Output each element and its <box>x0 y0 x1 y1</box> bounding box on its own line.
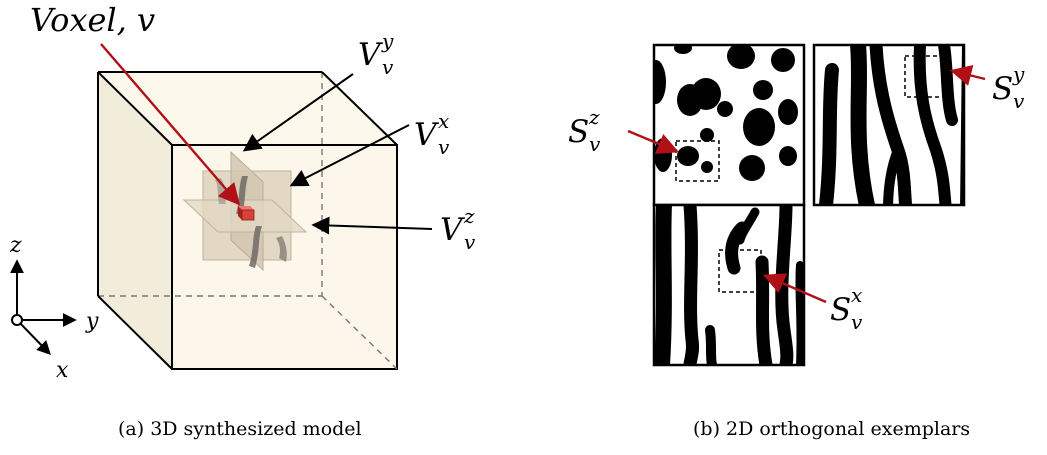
exemplar-x-neighborhood <box>718 249 762 293</box>
voxel-label: Voxel, v <box>30 1 155 39</box>
caption-panel-a: (a) 3D synthesized model <box>118 418 362 440</box>
plane-x-arrow <box>289 124 410 187</box>
exemplar-y-neighborhood <box>904 55 948 98</box>
plane-label-main: V <box>440 212 466 248</box>
plane-label-main: V <box>414 117 440 153</box>
exemplar-label-sub: v <box>851 310 863 334</box>
exemplar-y <box>812 43 966 207</box>
plane-label-main: V <box>358 37 384 73</box>
cube-visible-edges <box>97 71 398 370</box>
exemplar-label-main: S <box>830 292 851 328</box>
plane-label-sup: x <box>438 109 449 133</box>
caption-panel-b: (b) 2D orthogonal exemplars <box>693 418 971 440</box>
exemplar-x <box>652 203 806 367</box>
slice-pattern <box>276 236 287 262</box>
plane-label-sub: v <box>464 230 476 254</box>
plane-label-z: V z v <box>440 204 476 254</box>
axis-y-label: y <box>85 309 99 334</box>
exemplar-z-arrow <box>627 129 679 154</box>
voxel-arrow <box>100 43 241 206</box>
exemplar-label-y: S y v <box>992 62 1025 113</box>
axis-z-label: z <box>9 233 22 258</box>
exemplar-z <box>652 43 806 207</box>
exemplar-label-sub: v <box>1013 89 1025 113</box>
exemplar-label-sup: x <box>851 283 862 307</box>
cube-hidden-edges <box>98 72 398 370</box>
plane-label-sup: z <box>463 204 475 228</box>
axis-origin <box>11 314 23 326</box>
cube-left-face <box>98 72 172 369</box>
coordinate-axes: z y x <box>9 233 99 383</box>
exemplar-z-pattern <box>654 45 798 181</box>
exemplar-x-pattern <box>654 205 804 365</box>
exemplar-label-z: S z v <box>568 105 601 156</box>
plane-label-y: V y v <box>358 29 394 79</box>
slice-pattern <box>249 226 262 268</box>
plane-label-sub: v <box>382 55 394 79</box>
plane-label-sup: y <box>381 29 394 53</box>
exemplar-y-pattern <box>819 45 964 205</box>
exemplar-label-main: S <box>992 71 1013 107</box>
exemplar-x-arrow <box>763 273 827 304</box>
exemplar-z-neighborhood <box>675 140 720 182</box>
exemplar-label-x: S x v <box>830 283 863 334</box>
exemplar-label-main: S <box>568 114 589 150</box>
exemplar-label-sup: y <box>1012 62 1025 86</box>
exemplar-label-sub: v <box>589 132 601 156</box>
axis-x-label: x <box>56 358 69 383</box>
plane-y-arrow <box>242 73 354 152</box>
plane-label-sub: v <box>438 135 450 159</box>
voxel-cube <box>238 206 255 221</box>
exemplar-y-arrow <box>949 64 986 86</box>
exemplar-label-sup: z <box>588 105 600 129</box>
plane-z-arrow <box>311 216 433 235</box>
cube-diagram: Voxel, v V y v V x v V z v <box>30 1 476 370</box>
plane-label-x: V x v <box>414 109 450 159</box>
